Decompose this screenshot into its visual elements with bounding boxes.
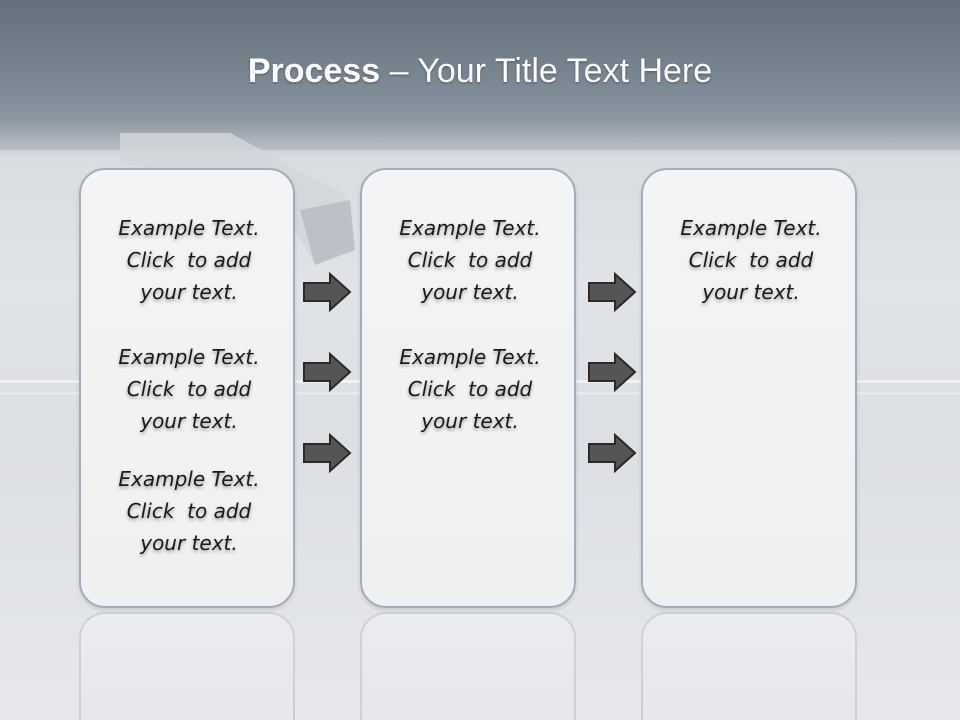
text-line: your text. — [421, 280, 519, 304]
text-line: Click to add — [407, 377, 533, 401]
text-line: Click to add — [407, 248, 533, 272]
process-panel-3[interactable]: Example Text. Click to add your text. — [641, 168, 857, 608]
security-camera-shape — [120, 133, 355, 265]
panel-reflection — [360, 612, 576, 720]
process-panel-1[interactable]: Example Text. Click to add your text. Ex… — [79, 168, 295, 608]
text-line: your text. — [702, 280, 800, 304]
right-arrow-icon — [303, 352, 352, 392]
header-band — [0, 0, 960, 150]
title-rest: – Your Title Text Here — [389, 52, 713, 90]
title-bold: Process — [247, 52, 381, 90]
panel-reflection — [79, 612, 295, 720]
text-line: your text. — [421, 409, 519, 433]
text-block[interactable]: Example Text. Click to add your text. — [362, 212, 578, 308]
text-line: Example Text. — [680, 216, 822, 240]
slide-title[interactable]: Process – Your Title Text Here — [0, 52, 960, 91]
text-line: your text. — [140, 531, 238, 555]
text-block[interactable]: Example Text. Click to add your text. — [362, 341, 578, 437]
text-line: Click to add — [126, 499, 252, 523]
right-arrow-icon — [303, 272, 352, 312]
right-arrow-icon — [588, 272, 637, 312]
right-arrow-icon — [588, 433, 637, 473]
process-panel-2[interactable]: Example Text. Click to add your text. Ex… — [360, 168, 576, 608]
panel-reflection — [641, 612, 857, 720]
text-line: Click to add — [126, 248, 252, 272]
text-line: Example Text. — [399, 216, 541, 240]
text-block[interactable]: Example Text. Click to add your text. — [81, 212, 297, 308]
text-line: Example Text. — [118, 467, 260, 491]
right-arrow-icon — [588, 352, 637, 392]
text-line: Click to add — [126, 377, 252, 401]
text-block[interactable]: Example Text. Click to add your text. — [81, 341, 297, 437]
text-line: your text. — [140, 409, 238, 433]
text-block[interactable]: Example Text. Click to add your text. — [643, 212, 859, 308]
text-line: your text. — [140, 280, 238, 304]
text-line: Example Text. — [118, 345, 260, 369]
text-line: Example Text. — [118, 216, 260, 240]
text-block[interactable]: Example Text. Click to add your text. — [81, 463, 297, 559]
right-arrow-icon — [303, 433, 352, 473]
text-line: Click to add — [688, 248, 814, 272]
text-line: Example Text. — [399, 345, 541, 369]
